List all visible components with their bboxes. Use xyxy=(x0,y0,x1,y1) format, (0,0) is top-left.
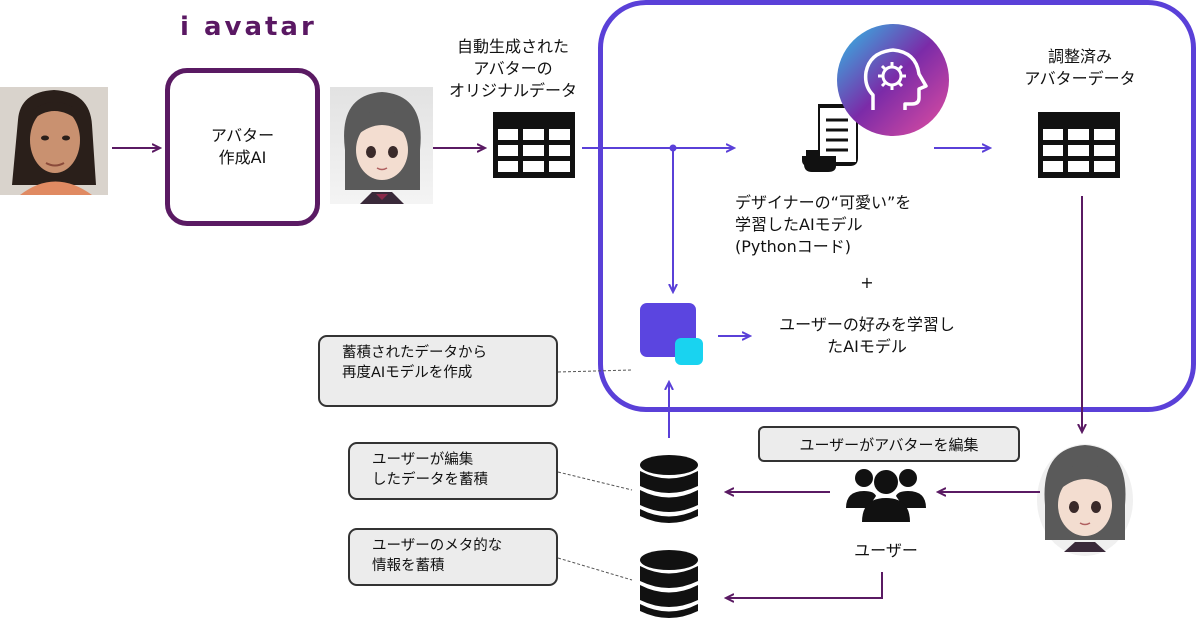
designer-model-line3: (Pythonコード) xyxy=(735,237,851,256)
user-pref-model-line1: ユーザーの好みを学習し xyxy=(779,315,955,334)
note-accumulated-line1: 蓄積されたデータから xyxy=(342,345,487,361)
table-icon xyxy=(493,112,575,178)
note-connector xyxy=(557,557,633,581)
ai-brain-icon xyxy=(837,24,949,136)
original-data-line2: アバターの xyxy=(473,59,553,78)
plus-sign: + xyxy=(860,273,874,292)
designer-model-line2: 学習したAIモデル xyxy=(735,215,863,234)
note-edit-data-line1: ユーザーが編集 xyxy=(372,452,474,468)
note-connector xyxy=(557,369,633,373)
note-accumulated-line2: 再度AIモデルを作成 xyxy=(342,365,473,381)
note-meta-data: ユーザーのメタ的な 情報を蓄積 xyxy=(348,528,558,586)
user-label: ユーザー xyxy=(854,541,918,560)
adjusted-data-line1: 調整済み xyxy=(1047,47,1112,66)
users-group-icon xyxy=(846,469,926,522)
original-data-line1: 自動生成された xyxy=(456,37,569,56)
table-icon xyxy=(1038,112,1120,178)
processing-container xyxy=(598,0,1196,412)
user-edit-label: ユーザーがアバターを編集 xyxy=(758,426,1020,462)
note-edit-data-line2: したデータを蓄積 xyxy=(372,472,488,488)
database-icon xyxy=(640,550,698,618)
adjusted-data-line2: アバターデータ xyxy=(1024,69,1136,88)
arrow-user-to-db2 xyxy=(726,572,883,598)
database-icon xyxy=(640,455,698,523)
ai-box-line1: アバター xyxy=(210,126,275,145)
avatar-creation-ai-box: アバター 作成AI xyxy=(165,68,320,226)
brand-logo: i avatar xyxy=(180,12,317,42)
note-edit-data: ユーザーが編集 したデータを蓄積 xyxy=(348,442,558,500)
face-photo xyxy=(0,87,108,195)
designer-model-line1: デザイナーの“可愛い”を xyxy=(735,193,912,212)
note-meta-data-line1: ユーザーのメタ的な xyxy=(372,538,503,554)
original-data-label: 自動生成された アバターの オリジナルデータ xyxy=(428,36,598,102)
note-accumulated: 蓄積されたデータから 再度AIモデルを作成 xyxy=(318,335,558,407)
avatar-edited-image xyxy=(1037,444,1133,556)
ai-app-icon xyxy=(640,303,703,365)
avatar-image xyxy=(330,87,433,204)
user-pref-model-line2: たAIモデル xyxy=(827,337,907,356)
branch-dot xyxy=(669,144,677,152)
ai-box-line2: 作成AI xyxy=(218,148,267,167)
original-data-line3: オリジナルデータ xyxy=(448,81,577,100)
adjusted-data-label: 調整済み アバターデータ xyxy=(995,46,1165,90)
note-connector xyxy=(557,471,633,491)
user-pref-model-label: ユーザーの好みを学習し たAIモデル xyxy=(752,314,982,358)
designer-model-label: デザイナーの“可愛い”を 学習したAIモデル (Pythonコード) xyxy=(735,192,965,258)
script-icon xyxy=(802,104,862,172)
note-meta-data-line2: 情報を蓄積 xyxy=(372,558,445,574)
